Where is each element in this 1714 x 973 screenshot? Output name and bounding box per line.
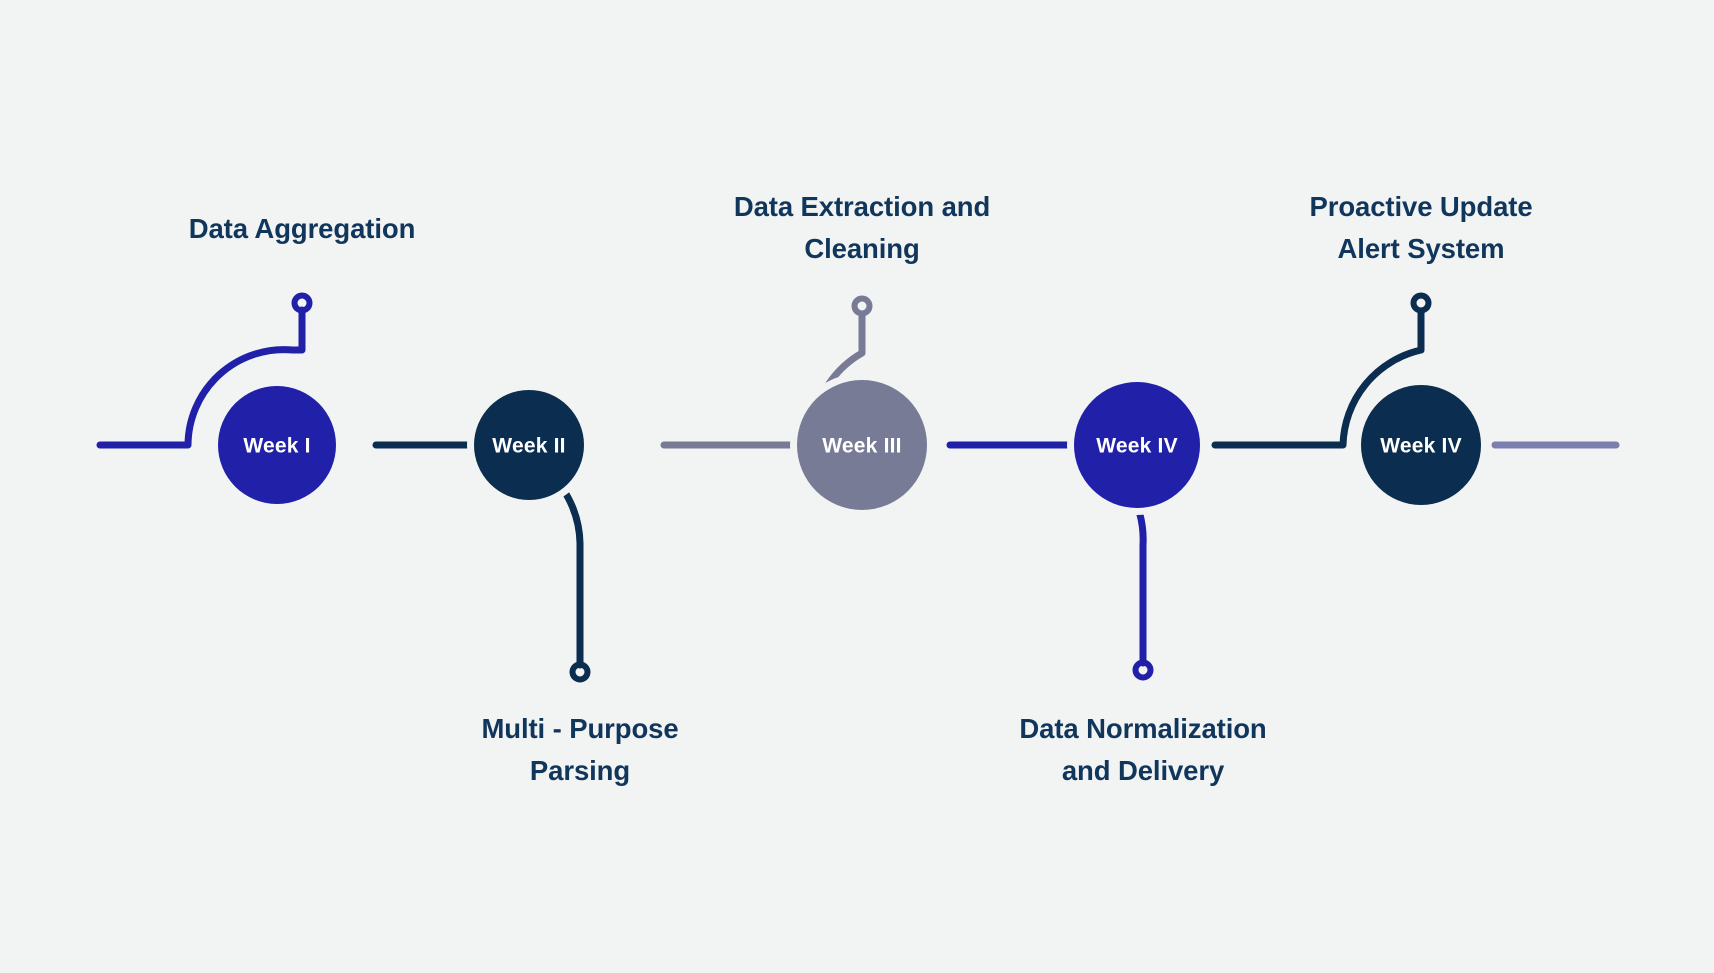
- node-label-3: Week III: [822, 435, 901, 458]
- milestone-label-data-aggregation: Data Aggregation: [188, 213, 416, 244]
- timeline-node-week-2[interactable]: Week II: [474, 390, 584, 500]
- node-circle-2[interactable]: [474, 390, 584, 500]
- node-label-2: Week II: [492, 435, 565, 458]
- connector-segment-4-5: [1211, 308, 1425, 449]
- connector-segment-start: [96, 306, 306, 449]
- timeline-node-week-4[interactable]: Week IV: [1074, 382, 1200, 508]
- node-circle-5[interactable]: [1361, 385, 1481, 505]
- node-label-5: Week IV: [1380, 435, 1462, 458]
- milestone-marker-icon-4[interactable]: [1132, 659, 1154, 681]
- node-label-1: Week I: [243, 435, 310, 458]
- node-circle-4[interactable]: [1074, 382, 1200, 508]
- timeline-node-week-1[interactable]: Week I: [218, 386, 336, 504]
- milestone-label-proactive-update-alert-system: Proactive Update Alert System: [1309, 191, 1533, 264]
- node-circle-1[interactable]: [218, 386, 336, 504]
- milestone-label-data-normalization-and-delivery: Data Normalization and Delivery: [1019, 713, 1267, 786]
- milestone-marker-icon-5[interactable]: [1410, 292, 1432, 314]
- node-label-4: Week IV: [1096, 435, 1178, 458]
- milestone-label-multi-purpose-parsing: Multi - Purpose Parsing: [481, 713, 679, 786]
- milestone-label-data-extraction-and-cleaning: Data Extraction and Cleaning: [733, 191, 991, 264]
- milestone-marker-icon-2[interactable]: [569, 661, 591, 683]
- milestone-marker-icon-3[interactable]: [851, 295, 873, 317]
- node-circle-3[interactable]: [797, 380, 927, 510]
- timeline-node-week-3[interactable]: Week III: [797, 380, 927, 510]
- timeline-node-week-5[interactable]: Week IV: [1361, 385, 1481, 505]
- milestone-marker-icon-1[interactable]: [291, 292, 313, 314]
